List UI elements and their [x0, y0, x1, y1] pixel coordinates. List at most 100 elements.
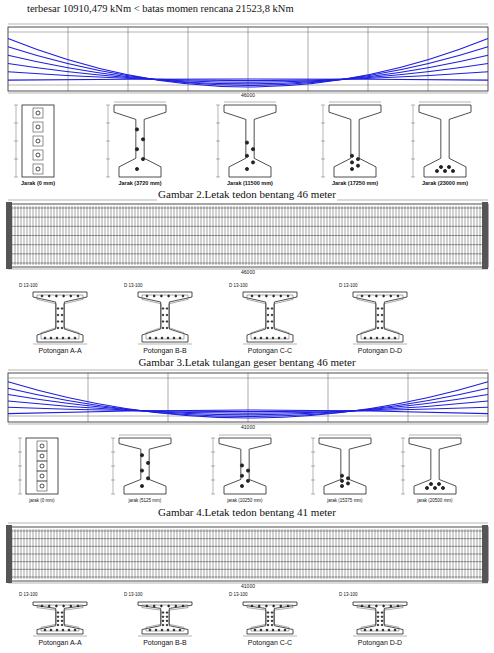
rebar-dot: [278, 337, 280, 339]
dimension-tick: [18, 438, 22, 439]
rebar-dot: [57, 612, 59, 614]
tendon-profile: [8, 407, 488, 411]
dimension-tick: [321, 159, 325, 160]
dimension-tick: [111, 452, 115, 453]
dimension-line: [33, 344, 87, 345]
rebar-dot: [381, 314, 383, 316]
tendon-duct: [40, 474, 44, 478]
rebar-dot: [272, 337, 274, 339]
rebar-dot: [41, 295, 43, 297]
rebar-dot: [258, 295, 260, 297]
tendon-duct: [246, 469, 249, 472]
rebar-dot: [266, 629, 268, 631]
rebar-dot: [166, 314, 168, 316]
girder-section: [243, 602, 297, 634]
rebar-label: D 13-100: [338, 593, 359, 598]
rebar-dot: [381, 327, 383, 329]
anchor-plate: [33, 108, 43, 118]
rebar-dot: [271, 314, 273, 316]
rebar-label: D 13-100: [123, 284, 144, 289]
rebar-dot: [161, 337, 163, 339]
rebar-dot: [70, 605, 72, 607]
tendon-duct: [146, 461, 149, 464]
tendon-profile: [8, 382, 488, 418]
segment-line: [428, 27, 429, 91]
rebar-dot: [166, 620, 168, 622]
dimension-line: [224, 102, 276, 103]
rebar-dot: [381, 321, 383, 323]
dimension-tick: [321, 123, 325, 124]
segment-line: [128, 27, 129, 91]
tendon-duct: [146, 477, 149, 480]
end-plate: [6, 202, 12, 269]
tendon-duct: [443, 169, 446, 172]
longitudinal-bar: [8, 538, 488, 539]
rebar-dot: [56, 605, 58, 607]
rebar-dot: [377, 321, 379, 323]
tendon-duct: [346, 477, 349, 480]
tendon-duct: [135, 167, 138, 170]
dimension-tick: [106, 141, 110, 142]
dimension-line: [8, 370, 488, 371]
rebar-dot: [63, 295, 65, 297]
rebar-dot: [254, 629, 256, 631]
rebar-dot: [266, 337, 268, 339]
dimension-tick: [211, 480, 215, 481]
rebar-dot: [57, 620, 59, 622]
dimension-tick: [211, 466, 215, 467]
dimension-tick: [18, 452, 22, 453]
stirrup-outline: [357, 295, 403, 339]
segment-line: [328, 373, 329, 422]
body-text: terbesar 10910,479 kNm < batas momen ren…: [26, 3, 295, 14]
anchor-plate: [37, 441, 47, 451]
rebar-dot: [284, 629, 286, 631]
section-label: Potongan A-A: [37, 639, 82, 646]
dimension-tick: [106, 159, 110, 160]
dimension-text: 41000: [240, 425, 256, 430]
tendon-duct: [40, 484, 44, 488]
dimension-tick: [321, 177, 325, 178]
rebar-dot: [162, 308, 164, 310]
longitudinal-bar: [8, 244, 488, 245]
tendon-duct: [135, 148, 138, 151]
dimension-tick: [411, 105, 415, 106]
tendon-profile: [8, 395, 488, 415]
rebar-dot: [74, 629, 76, 631]
dimension-tick: [211, 494, 215, 495]
tendon-duct: [245, 167, 248, 170]
rebar-dot: [155, 337, 157, 339]
rebar-label: D 13-100: [18, 593, 39, 598]
dimension-line: [409, 435, 461, 436]
longitudinal-bar: [8, 546, 488, 547]
tendon-duct: [350, 154, 353, 157]
tendon-duct: [36, 139, 40, 143]
section-label: Potongan A-A: [37, 347, 82, 354]
rebar-dot: [56, 629, 58, 631]
tendon-duct: [356, 164, 359, 167]
rebar-dot: [267, 314, 269, 316]
tendon-duct: [240, 484, 243, 487]
tendon-duct: [245, 141, 248, 144]
rebar-dot: [377, 314, 379, 316]
tendon-duct: [36, 111, 40, 115]
stirrup-outline: [247, 295, 293, 339]
tendon-duct: [356, 158, 359, 161]
rebar-dot: [162, 624, 164, 626]
rebar-dot: [377, 308, 379, 310]
tendon-profile: [8, 72, 488, 81]
girder-section: [319, 438, 371, 494]
rebar-dot: [57, 327, 59, 329]
rebar-dot: [267, 327, 269, 329]
section-label: Jarak (11500 mm): [226, 181, 274, 187]
dimension-line: [33, 636, 87, 637]
section-label: Potongan B-B: [142, 639, 188, 646]
tendon-profile: [8, 63, 488, 82]
dimension-text: 46000: [240, 93, 256, 98]
girder-elevation: [8, 373, 488, 422]
rebar-dot: [57, 616, 59, 618]
tendon-duct: [251, 148, 254, 151]
rebar-dot: [48, 295, 50, 297]
girder-section: [329, 105, 381, 177]
dimension-tick: [111, 466, 115, 467]
figure-caption: Gambar 3.Letak tulangan geser bentang 46…: [137, 357, 356, 369]
